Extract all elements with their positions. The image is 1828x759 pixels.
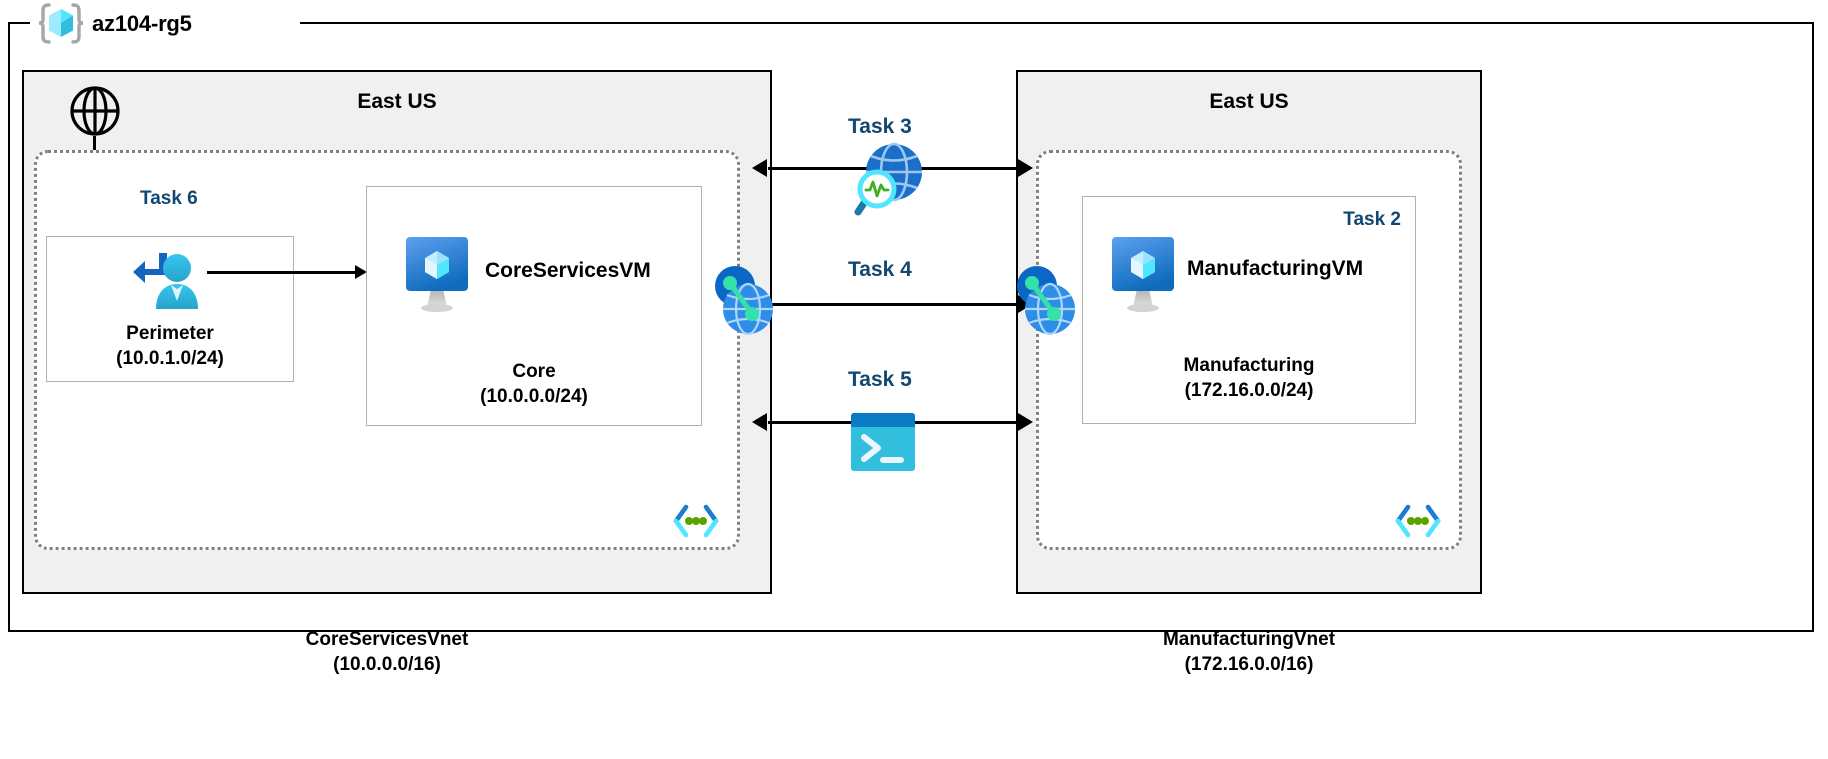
network-watcher-icon <box>852 138 928 220</box>
resource-name-coreservicesvm: CoreServicesVM <box>485 259 651 282</box>
resource-name-manufacturingvm: ManufacturingVM <box>1187 257 1364 280</box>
subnet-code-brackets-icon <box>1393 501 1443 541</box>
subnet-manufacturing-name: Manufacturing <box>1183 355 1315 376</box>
region-title-right: East US <box>1209 90 1289 113</box>
subnet-core-cidr: (10.0.0.0/24) <box>480 386 588 408</box>
resource-group-header: az104-rg5 <box>34 2 192 46</box>
task4-connection-line <box>768 303 1030 306</box>
vnet-manufacturingvnet-label: ManufacturingVnet (172.16.0.0/16) <box>1039 627 1459 677</box>
subnet-perimeter-caption: Perimeter (10.0.1.0/24) <box>47 321 293 371</box>
subnet-perimeter-name: Perimeter <box>126 323 214 344</box>
azure-bastion-user-icon <box>129 247 207 319</box>
task3-arrowhead-left <box>752 159 767 177</box>
task-label-3: Task 3 <box>848 115 912 138</box>
subnet-perimeter-cidr: (10.0.1.0/24) <box>116 348 224 370</box>
vnet-coreservicesvnet-name: CoreServicesVnet <box>305 629 469 650</box>
perimeter-to-core-line <box>207 271 357 274</box>
virtual-machine-icon <box>401 235 473 313</box>
vnet-peering-icon <box>712 262 774 340</box>
subnet-code-brackets-icon <box>671 501 721 541</box>
cloud-shell-icon <box>850 412 916 472</box>
globe-internet-icon <box>68 84 122 138</box>
vnet-manufacturingvnet-name: ManufacturingVnet <box>1162 629 1336 650</box>
region-title-left: East US <box>357 90 437 113</box>
task-label-5: Task 5 <box>848 368 912 391</box>
subnet-manufacturing-cidr: (172.16.0.0/24) <box>1184 380 1314 402</box>
vnet-coreservicesvnet-cidr: (10.0.0.0/16) <box>333 654 441 676</box>
vnet-peering-icon <box>1014 262 1076 340</box>
subnet-manufacturing-caption: Manufacturing (172.16.0.0/24) <box>1083 353 1415 403</box>
perimeter-to-core-arrowhead <box>355 265 367 279</box>
azure-resource-group-icon <box>34 2 88 46</box>
resource-group-name: az104-rg5 <box>92 11 192 36</box>
task5-arrowhead-right <box>1018 413 1033 431</box>
subnet-perimeter: Perimeter (10.0.1.0/24) <box>46 236 294 382</box>
resource-group-container <box>8 22 1814 632</box>
vnet-manufacturingvnet-cidr: (172.16.0.0/16) <box>1184 654 1314 676</box>
virtual-machine-icon <box>1107 235 1179 313</box>
subnet-manufacturing: Task 2 <box>1082 196 1416 424</box>
subnet-core-name: Core <box>512 361 556 382</box>
subnet-core-caption: Core (10.0.0.0/24) <box>367 359 701 409</box>
task-label-6: Task 6 <box>140 188 198 209</box>
subnet-core: CoreServicesVM Core (10.0.0.0/24) <box>366 186 702 426</box>
task-label-4: Task 4 <box>848 258 912 281</box>
resource-group-title-mask <box>30 0 300 48</box>
vnet-coreservicesvnet-label: CoreServicesVnet (10.0.0.0/16) <box>37 627 737 677</box>
task-label-2: Task 2 <box>1343 209 1401 230</box>
task3-arrowhead-right <box>1018 159 1033 177</box>
task5-arrowhead-left <box>752 413 767 431</box>
